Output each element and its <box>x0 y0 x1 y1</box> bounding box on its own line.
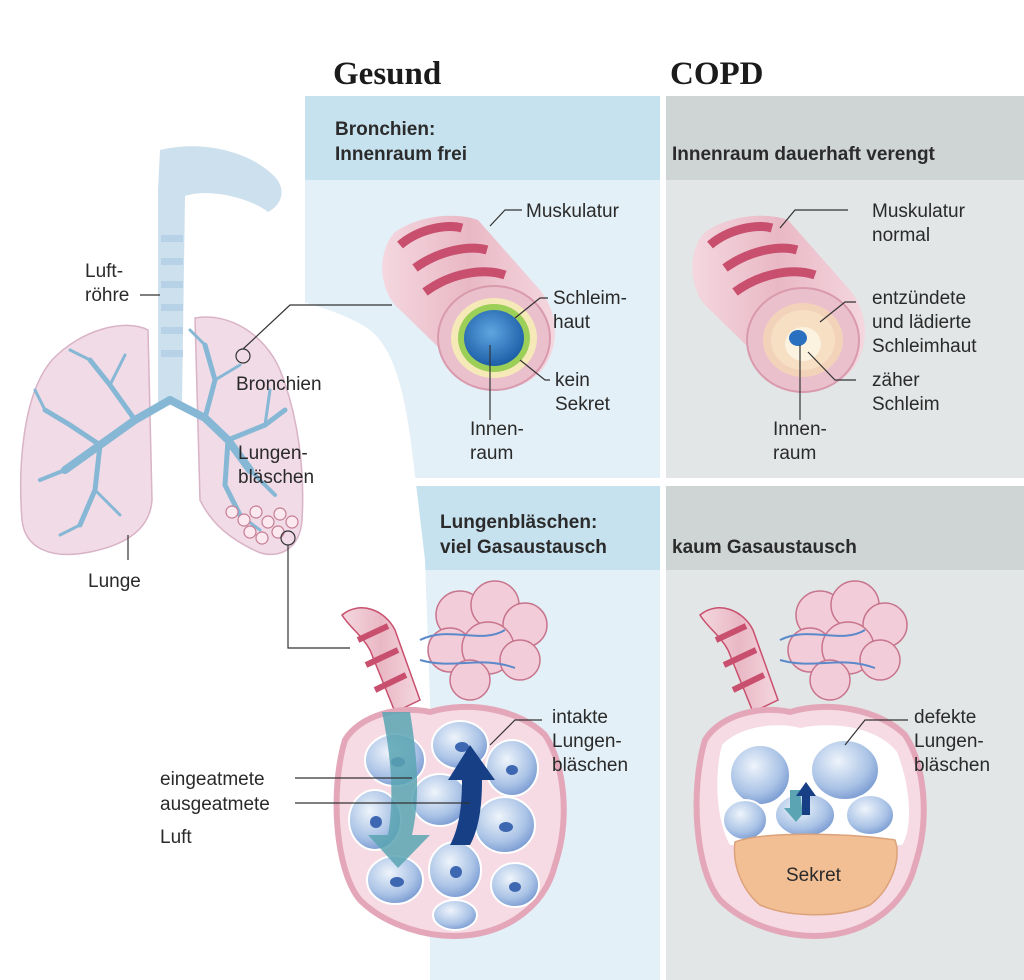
bronchial-tree <box>33 328 288 537</box>
label-bronchi: Bronchien <box>236 374 322 395</box>
healthy-alveoli-leaders <box>295 719 542 804</box>
label-intact-alveoli: intakte Lungen- bläschen <box>552 707 629 776</box>
subheader-healthy-bronchi: Bronchien: Innenraum frei <box>335 119 467 165</box>
healthy-bronchus-illustration <box>382 215 555 391</box>
subheader-healthy-alveoli: Lungenbläschen: viel Gasaustausch <box>440 512 607 558</box>
copd-alveoli-illustration <box>693 580 927 939</box>
healthy-alveoli-illustration <box>333 580 567 939</box>
label-defective-alveoli: defekte Lungen- bläschen <box>914 707 991 776</box>
label-air: Luft <box>160 827 192 848</box>
subheader-copd-alveoli: kaum Gasaustausch <box>672 537 857 558</box>
label-body-alveoli: Lungen- bläschen <box>238 443 315 488</box>
label-copd-muscle: Muskulatur normal <box>872 201 965 246</box>
label-copd-lumen: Innen- raum <box>773 419 827 464</box>
label-healthy-muscle: Muskulatur <box>526 201 619 222</box>
label-healthy-no-secretion: kein Sekret <box>555 370 610 415</box>
body-alveoli-cluster <box>225 505 299 545</box>
left-lung-shape <box>19 324 153 556</box>
body-leader-lines <box>127 294 392 649</box>
exhaled-air-arrow-shape <box>448 745 495 845</box>
copd-bronchus-leaders <box>779 209 856 420</box>
copd-bronchus-illustration <box>692 215 865 393</box>
label-secretion: Sekret <box>786 865 841 886</box>
subheader-copd-bronchi: Innenraum dauerhaft verengt <box>672 144 935 165</box>
label-copd-viscous-mucus: zäher Schleim <box>872 370 940 415</box>
header-copd: COPD <box>670 56 764 92</box>
label-exhaled: ausgeatmete <box>160 794 270 815</box>
header-healthy: Gesund <box>333 56 442 92</box>
copd-alveoli-leaders <box>844 719 908 746</box>
secretion-shape <box>733 833 898 916</box>
label-healthy-mucosa: Schleim- haut <box>553 288 627 333</box>
label-healthy-lumen: Innen- raum <box>470 419 524 464</box>
inhaled-air-arrow-shape <box>368 712 430 868</box>
trachea-shape <box>158 146 282 406</box>
label-trachea: Luft- röhre <box>85 261 130 306</box>
healthy-bronchus-leaders <box>489 209 550 420</box>
label-copd-inflamed-mucosa: entzündete und lädierte Schleimhaut <box>872 288 977 357</box>
label-inhaled: eingeatmete <box>160 769 265 790</box>
label-lung: Lunge <box>88 571 141 592</box>
